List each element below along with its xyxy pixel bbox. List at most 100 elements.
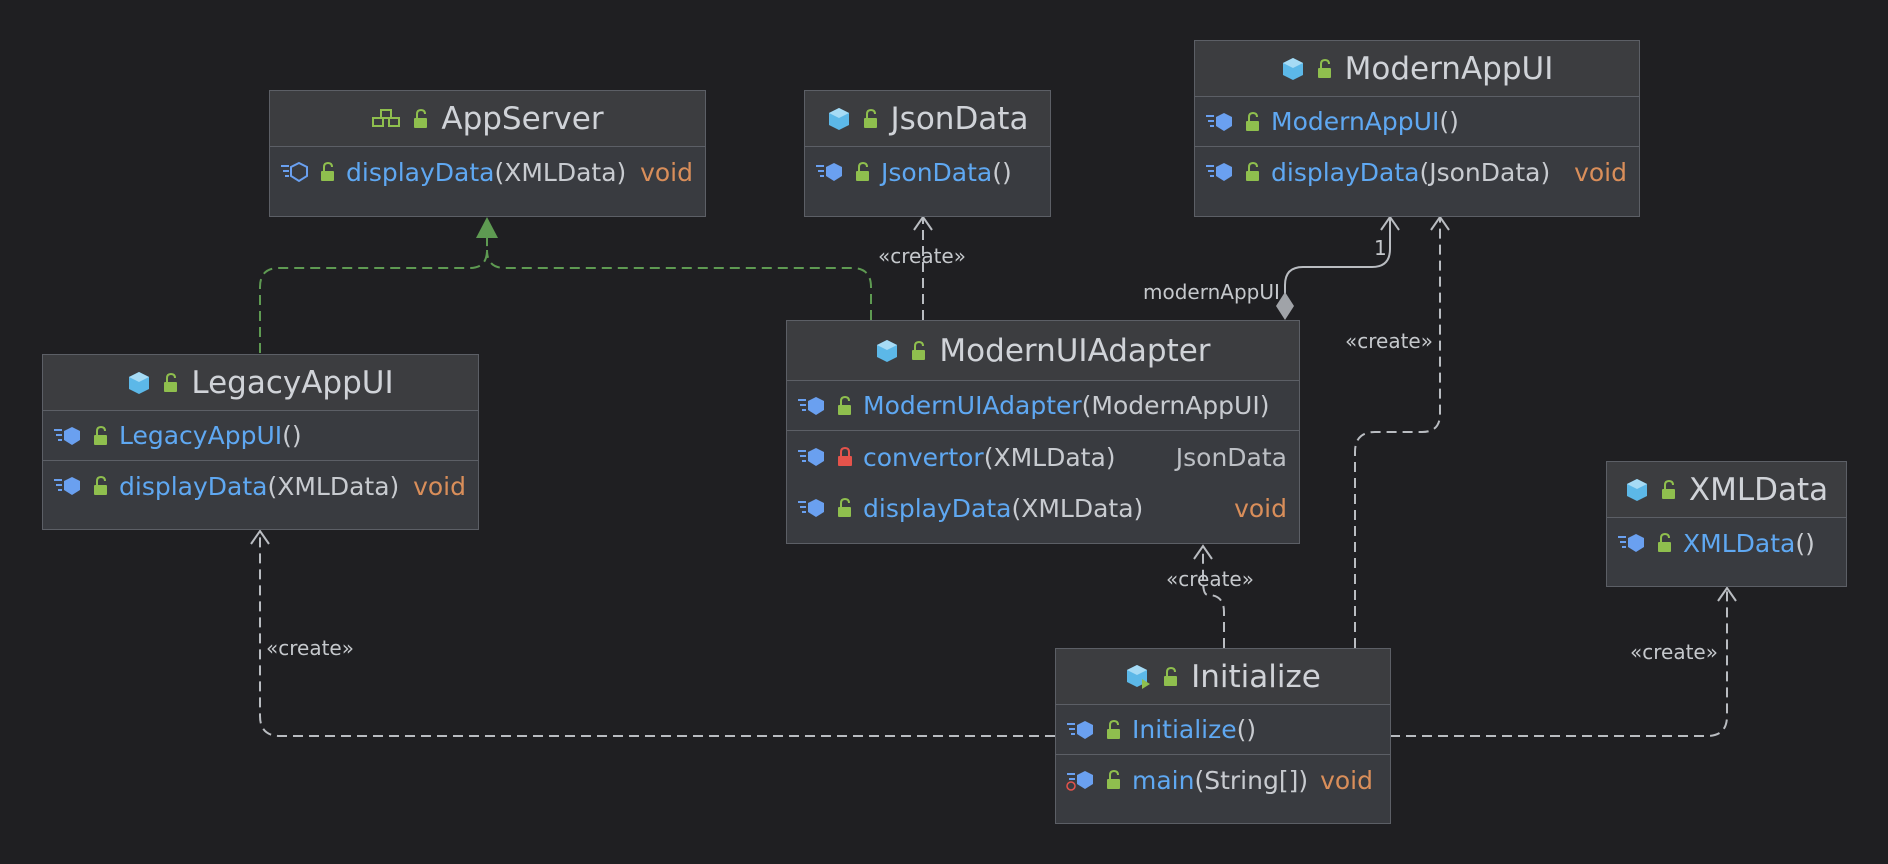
method-params: () (1795, 528, 1815, 558)
method-params: () (282, 421, 302, 450)
dependency-arrowhead (1193, 544, 1213, 560)
public-lock-icon (912, 340, 926, 360)
class-box-modernappui[interactable]: ModernAppUI ModernAppUI () displayData (… (1194, 40, 1640, 217)
association-edge-adapter-modernappui (1284, 218, 1391, 297)
class-box-xmldata[interactable]: XMLData XMLData () (1606, 461, 1847, 587)
association-role-label: modernAppUI (1143, 280, 1280, 304)
method-row[interactable]: displayData (XMLData) void (270, 147, 705, 197)
method-name: displayData (346, 157, 495, 187)
method-row[interactable]: convertor (XMLData) JsonData (787, 431, 1299, 483)
class-box-jsondata[interactable]: JsonData JsonData () (804, 90, 1051, 217)
method-params: () (1236, 715, 1257, 744)
method-params: () (992, 157, 1012, 187)
class-header: AppServer (270, 91, 705, 147)
public-lock-icon (164, 372, 178, 392)
method-params: (XMLData) (267, 471, 400, 501)
method-params: (XMLData) (983, 442, 1116, 472)
class-header: Initialize (1056, 649, 1390, 705)
method-name: LegacyAppUI (119, 421, 283, 450)
abstract-method-icon (281, 161, 308, 183)
class-box-initialize[interactable]: Initialize Initialize () main (String[])… (1055, 648, 1391, 824)
dependency-edge-initialize-adapter (1202, 546, 1225, 648)
public-lock-icon (1246, 111, 1259, 131)
method-name: displayData (1271, 157, 1420, 187)
create-label: «create» (1630, 640, 1718, 664)
method-row[interactable]: JsonData () (805, 147, 1050, 197)
method-row[interactable]: XMLData () (1607, 518, 1846, 568)
public-lock-icon (414, 108, 428, 128)
class-box-legacyappui[interactable]: LegacyAppUI LegacyAppUI () displayData (… (42, 354, 479, 530)
class-header: JsonData (805, 91, 1050, 147)
create-label: «create» (1345, 329, 1433, 353)
method-row[interactable]: displayData (XMLData) void (43, 461, 478, 511)
method-row[interactable]: displayData (JsonData) void (1195, 147, 1639, 197)
class-header: XMLData (1607, 462, 1846, 518)
class-name: ModernUIAdapter (939, 332, 1211, 369)
method-name: main (1132, 765, 1195, 795)
constructor-icon (1067, 720, 1093, 739)
method-icon (798, 499, 824, 517)
interface-icon (372, 108, 401, 127)
method-row[interactable]: LegacyAppUI () (43, 411, 478, 461)
return-type: void (1320, 765, 1373, 795)
method-params: (JsonData) (1419, 157, 1551, 187)
method-name: XMLData (1683, 528, 1796, 558)
constructor-icon (1618, 534, 1644, 552)
class-icon (129, 371, 150, 394)
static-method-icon (1066, 771, 1093, 791)
method-row[interactable]: Initialize () (1056, 705, 1390, 755)
public-lock-icon (321, 161, 334, 181)
public-lock-icon (838, 497, 851, 517)
class-header: ModernUIAdapter (787, 321, 1299, 381)
composition-diamond (1276, 292, 1294, 320)
method-name: Initialize (1132, 715, 1237, 744)
method-params: (XMLData) (1011, 493, 1144, 523)
return-type: void (413, 471, 466, 501)
method-row[interactable]: ModernAppUI () (1195, 97, 1639, 147)
dependency-arrowhead (250, 529, 270, 545)
method-name: displayData (119, 471, 268, 501)
return-type: void (1234, 493, 1287, 523)
class-box-modernuiadapter[interactable]: ModernUIAdapter ModernUIAdapter (ModernA… (786, 320, 1300, 544)
public-lock-icon (1164, 666, 1178, 686)
public-lock-icon (1107, 769, 1120, 789)
method-params: () (1439, 107, 1459, 136)
dependency-arrowhead (1717, 586, 1737, 602)
constructor-icon (816, 163, 842, 181)
method-row[interactable]: main (String[]) void (1056, 755, 1390, 805)
realization-arrowhead (476, 217, 498, 238)
public-lock-icon (94, 425, 107, 445)
method-params: (XMLData) (494, 157, 627, 187)
class-name: ModernAppUI (1344, 50, 1554, 87)
method-name: ModernUIAdapter (863, 391, 1082, 420)
dependency-arrowhead (1430, 215, 1450, 231)
class-icon (877, 339, 898, 362)
class-icon (1282, 57, 1303, 80)
method-row[interactable]: ModernUIAdapter (ModernAppUI) (787, 381, 1299, 431)
constructor-icon (54, 426, 80, 445)
public-lock-icon (94, 475, 107, 495)
dependency-edge-initialize-modernappui (1354, 218, 1441, 648)
create-label: «create» (1166, 567, 1254, 591)
class-name: XMLData (1688, 471, 1829, 508)
realization-edge-adapter-appserver (486, 249, 872, 320)
multiplicity-label: 1 (1374, 236, 1387, 260)
public-lock-icon (1661, 479, 1675, 499)
private-lock-icon (838, 446, 852, 466)
dependency-edge-initialize-legacyappui (259, 531, 1055, 737)
class-header: ModernAppUI (1195, 41, 1639, 97)
method-name: convertor (863, 442, 984, 472)
constructor-icon (798, 396, 824, 415)
method-row[interactable]: displayData (XMLData) void (787, 483, 1299, 533)
association-arrowhead (1380, 215, 1400, 231)
class-name: JsonData (890, 100, 1029, 137)
public-lock-icon (1658, 532, 1671, 552)
method-icon (54, 477, 80, 495)
method-name: ModernAppUI (1271, 107, 1440, 136)
create-label: «create» (878, 244, 966, 268)
dependency-arrowhead (913, 215, 933, 231)
class-box-appserver[interactable]: AppServer displayData (XMLData) void (269, 90, 706, 217)
constructor-icon (1206, 112, 1232, 131)
return-type: void (1574, 157, 1627, 187)
